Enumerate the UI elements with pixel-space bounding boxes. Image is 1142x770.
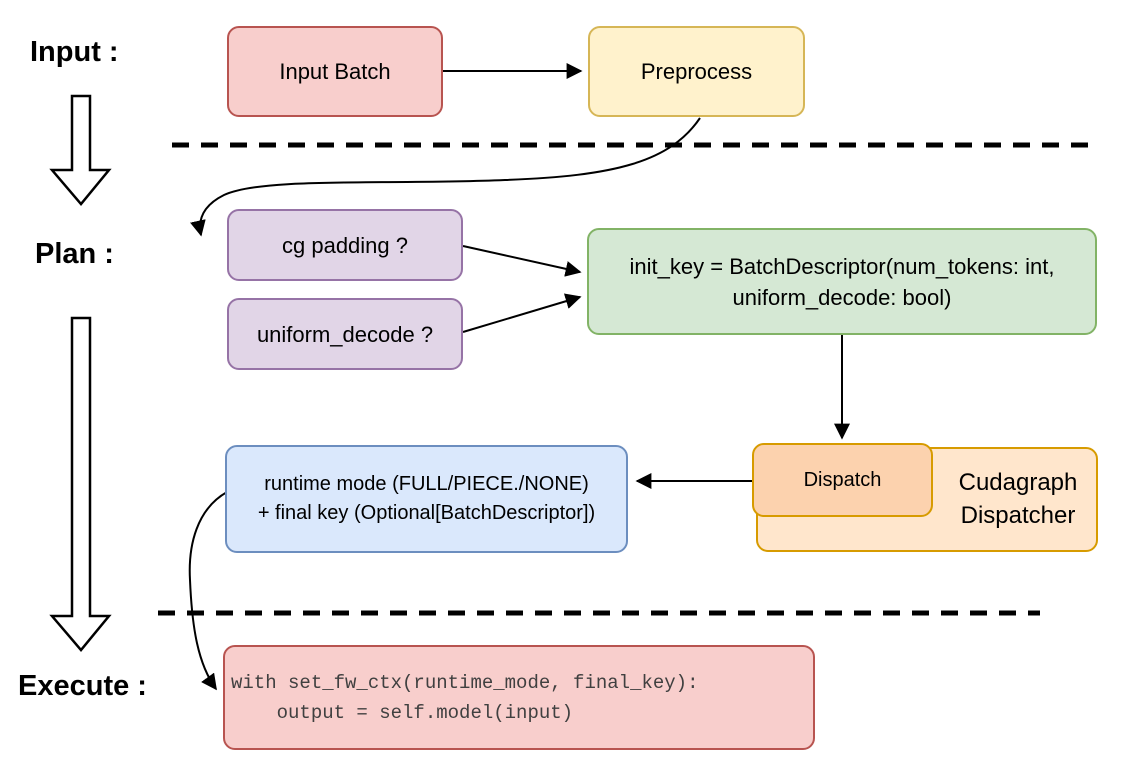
node-runtime-mode-line2: + final key (Optional[BatchDescriptor])	[257, 502, 596, 524]
node-init-key: init_key = BatchDescriptor(num_tokens: i…	[587, 228, 1097, 335]
cudagraph-label-line2: Dispatcher	[960, 502, 1076, 529]
node-init-key-line1: init_key = BatchDescriptor(num_tokens: i…	[629, 253, 1055, 279]
arrow-preprocess-to-cgpadding	[190, 117, 701, 237]
node-uniform-decode: uniform_decode ?	[227, 298, 463, 370]
node-dispatch: Dispatch	[752, 443, 933, 517]
stage-label-input: Input :	[30, 36, 119, 68]
input-stage-down-arrow	[49, 94, 112, 206]
node-input-batch-label: Input Batch	[279, 59, 391, 84]
node-execute-code: with set_fw_ctx(runtime_mode, final_key)…	[223, 645, 815, 750]
node-dispatch-label: Dispatch	[803, 468, 882, 491]
node-cudagraph-dispatcher-label: Cudagraph Dispatcher	[938, 466, 1098, 532]
arrow-cgpadding-to-initkey	[462, 245, 582, 277]
execute-code-line2: output = self.model(input)	[231, 701, 574, 724]
node-init-key-line2: uniform_decode: bool)	[732, 284, 952, 310]
node-runtime-mode: runtime mode (FULL/PIECE./NONE) + final …	[225, 445, 628, 553]
node-preprocess-label: Preprocess	[640, 59, 753, 84]
plan-stage-down-arrow	[49, 316, 112, 652]
stage-label-execute: Execute :	[18, 670, 147, 702]
arrow-runtimemode-to-execute-code	[188, 491, 228, 691]
node-cg-padding-label: cg padding ?	[282, 232, 408, 258]
cudagraph-label-line1: Cudagraph	[958, 469, 1078, 496]
execute-code-line1: with set_fw_ctx(runtime_mode, final_key)…	[231, 671, 699, 694]
node-cg-padding: cg padding ?	[227, 209, 463, 281]
arrow-uniformdecode-to-initkey	[462, 293, 582, 333]
node-input-batch: Input Batch	[227, 26, 443, 117]
node-runtime-mode-line1: runtime mode (FULL/PIECE./NONE)	[264, 473, 589, 495]
stage-label-plan: Plan :	[35, 238, 114, 270]
node-preprocess: Preprocess	[588, 26, 805, 117]
node-uniform-decode-label: uniform_decode ?	[256, 321, 434, 347]
